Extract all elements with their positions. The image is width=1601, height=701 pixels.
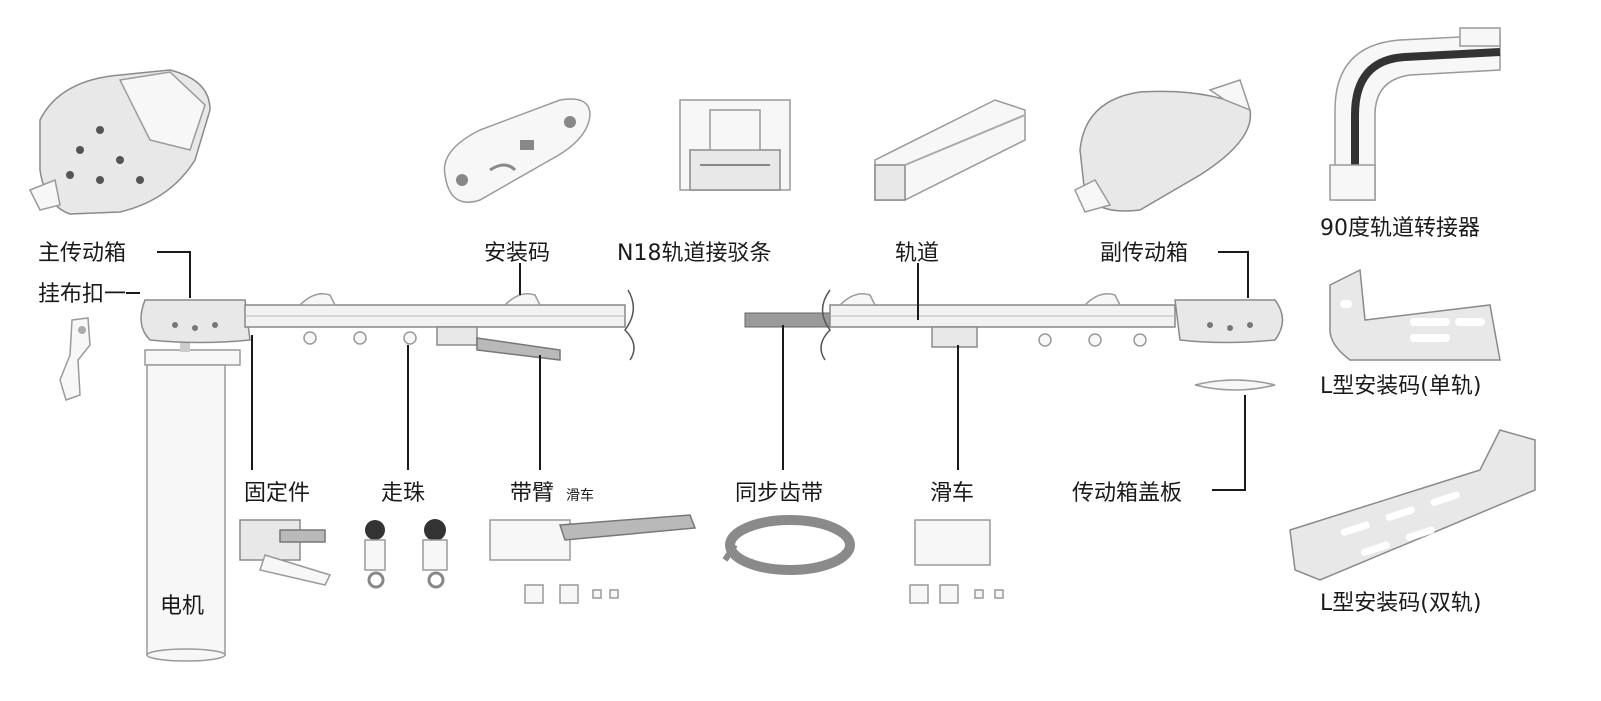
label-carriage: 滑车 <box>930 481 974 506</box>
joint-strip-illustration <box>679 99 791 191</box>
mount-clip-illustration <box>443 98 591 203</box>
main-drive-box-illustration <box>28 69 211 215</box>
fixing-part-illustration <box>239 519 332 586</box>
label-main-drive-box: 主传动箱 <box>38 241 126 266</box>
right-rail-assembly <box>744 289 1284 391</box>
label-drive-box-cover: 传动箱盖板 <box>1072 481 1182 506</box>
leader-lines <box>126 251 1249 491</box>
label-corner-adapter: 90度轨道转接器 <box>1320 216 1480 241</box>
label-runner-ball: 走珠 <box>381 481 425 506</box>
cloth-hook-illustration <box>59 317 91 401</box>
label-sync-belt: 同步齿带 <box>735 481 823 506</box>
label-motor: 电机 <box>160 594 204 619</box>
label-secondary-drive-box: 副传动箱 <box>1100 241 1188 266</box>
track-profile-illustration <box>874 99 1026 201</box>
label-l-bracket-double: L型安装码(双轨) <box>1320 591 1481 616</box>
secondary-drive-box-illustration <box>1074 79 1252 213</box>
l-bracket-double-illustration <box>1289 429 1536 581</box>
carriage-illustration <box>909 519 1004 604</box>
label-joint-strip: N18轨道接驳条 <box>617 241 771 266</box>
label-arm-carriage-small: 滑车 <box>566 487 594 504</box>
label-track: 轨道 <box>895 241 939 266</box>
arm-carriage-illustration <box>489 514 697 604</box>
runner-ball-illustration <box>364 519 448 589</box>
l-bracket-single-illustration <box>1329 268 1501 361</box>
label-mount-clip: 安装码 <box>484 241 550 266</box>
label-arm-carriage: 带臂 <box>510 481 554 506</box>
left-rail-assembly <box>140 289 635 361</box>
label-l-bracket-single: L型安装码(单轨) <box>1320 374 1481 399</box>
sync-belt-illustration <box>722 515 855 575</box>
label-cloth-hook: 挂布扣一 <box>38 282 126 307</box>
label-fixing-part: 固定件 <box>244 481 310 506</box>
corner-adapter-illustration <box>1329 27 1501 201</box>
motor-illustration <box>144 340 241 662</box>
